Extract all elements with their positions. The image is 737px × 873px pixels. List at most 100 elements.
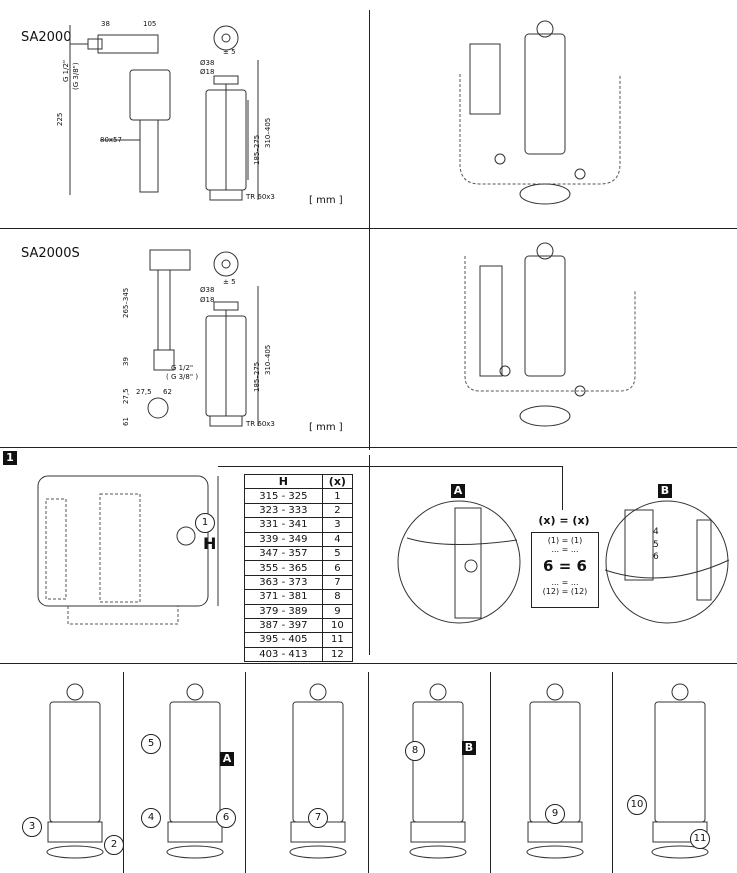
table-cell-h: 323 - 333 (244, 502, 323, 519)
callout-1: 1 (195, 513, 215, 533)
sa2000s-dim-tr: TR 60x3 (246, 420, 275, 428)
table-cell-x: 12 (321, 646, 354, 663)
callout-11: 11 (690, 829, 710, 849)
callout-8: 8 (405, 741, 425, 761)
sa2000s-fill-valve-drawing (147, 249, 191, 419)
sa2000s-dim-61: 61 (122, 417, 130, 426)
connector-top (218, 466, 563, 467)
step-divider-1 (123, 672, 124, 873)
sa2000-tank-assembly-drawing (459, 20, 621, 205)
sa2000-title: SA2000 (21, 30, 72, 45)
table-cell-x: 8 (321, 589, 354, 605)
table-cell-h: 371 - 381 (244, 589, 323, 605)
table-cell-x: 11 (321, 632, 354, 648)
divider-horizontal-3 (0, 663, 737, 664)
formula-line-5: (12) = (12) (542, 587, 588, 596)
sa2000s-dim-27-5-b: 27,5 (122, 388, 130, 404)
height-label: H (203, 534, 217, 553)
callout-2: 2 (104, 835, 124, 855)
sa2000s-dim-g38: ( G 3/8" ) (166, 373, 199, 381)
table-cell-x: 1 (321, 488, 354, 504)
formula-line-2: ... = ... (551, 545, 579, 554)
callout-5: 5 (141, 734, 161, 754)
step-divider-2 (245, 672, 246, 873)
sa2000-flush-valve-drawing (205, 25, 259, 201)
sa2000-dim-tr: TR 60x3 (246, 193, 275, 201)
table-cell-x: 10 (321, 617, 354, 634)
table-cell-h: 355 - 365 (244, 560, 323, 576)
divider-vertical-top (369, 10, 370, 450)
divider-vertical-mid (369, 455, 370, 655)
formula-line-3: 6 = 6 (543, 557, 587, 575)
table-cell-x: 3 (321, 517, 354, 533)
step-drawing-5 (526, 683, 584, 859)
sa2000-dim-d38: Ø38 (200, 59, 215, 67)
table-cell-h: 395 - 405 (244, 632, 323, 648)
table-cell-x: 6 (321, 560, 354, 576)
sa2000-unit: [ mm ] (309, 195, 343, 206)
sa2000-dim-105: 105 (143, 20, 157, 28)
divider-horizontal-1 (0, 228, 737, 229)
step-badge-b: B (462, 741, 476, 755)
step-drawing-1 (46, 683, 104, 859)
connector-right (562, 466, 563, 510)
detail-badge-b: B (658, 484, 672, 498)
tank-overview-drawing (37, 475, 219, 625)
formula-line-1: (1) = (1) (547, 536, 583, 545)
sa2000s-dim-pm5: ± 5 (223, 278, 236, 286)
formula-box: (1) = (1) ... = ... 6 = 6 ... = ... (12)… (531, 532, 599, 608)
step-drawing-3 (289, 683, 347, 859)
sa2000s-unit: [ mm ] (309, 422, 343, 433)
sa2000-dim-d18: Ø18 (200, 68, 215, 76)
step-divider-3 (368, 672, 369, 873)
scale-mark-5: 5 (653, 540, 659, 550)
sa2000s-dim-62: 62 (163, 388, 172, 396)
step-1-badge: 1 (3, 451, 17, 465)
sa2000s-flush-valve-drawing (205, 251, 259, 427)
table-cell-h: 363 - 373 (244, 574, 323, 591)
sa2000-dim-225: 225 (56, 112, 64, 126)
callout-4: 4 (141, 808, 161, 828)
sa2000s-title: SA2000S (21, 246, 80, 261)
sa2000s-dim-d18: Ø18 (200, 296, 215, 304)
divider-horizontal-2 (0, 447, 737, 448)
callout-10: 10 (627, 795, 647, 815)
detail-circle-b (604, 500, 730, 624)
table-cell-h: 347 - 357 (244, 545, 323, 562)
sa2000s-dim-27-5-a: 27,5 (136, 388, 152, 396)
formula-line-4: ... = ... (551, 578, 579, 587)
sa2000-dim-38: 38 (101, 20, 110, 28)
table-cell-h: 315 - 325 (244, 488, 323, 504)
table-cell-x: 9 (321, 603, 354, 619)
sa2000s-dim-g12: G 1/2" (171, 364, 194, 372)
sa2000-dim-g12: G 1/2" (62, 59, 70, 82)
step-drawing-4 (409, 683, 467, 859)
table-cell-h: 379 - 389 (244, 603, 323, 619)
table-cell-h: 403 - 413 (244, 646, 323, 663)
step-drawing-2 (166, 683, 224, 859)
sa2000-fill-valve-drawing (69, 25, 171, 195)
step-badge-a: A (220, 752, 234, 766)
sa2000s-dim-d38: Ø38 (200, 286, 215, 294)
detail-badge-a: A (451, 484, 465, 498)
table-header-h: H (244, 473, 323, 490)
table-cell-x: 4 (321, 531, 354, 547)
detail-circle-a (397, 500, 521, 624)
callout-3: 3 (22, 817, 42, 837)
callout-7: 7 (308, 808, 328, 828)
callout-9: 9 (545, 804, 565, 824)
sa2000s-dim-39: 39 (122, 357, 130, 366)
table-cell-x: 5 (321, 545, 354, 562)
step-divider-5 (612, 672, 613, 873)
table-cell-h: 387 - 397 (244, 617, 323, 634)
